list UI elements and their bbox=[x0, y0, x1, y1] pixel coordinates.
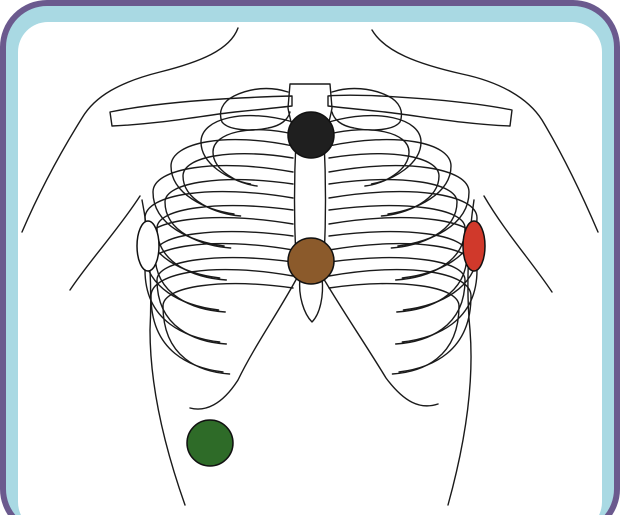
electrode-green bbox=[187, 420, 233, 466]
electrode-black bbox=[288, 112, 334, 158]
electrode-brown bbox=[288, 238, 334, 284]
electrode-white bbox=[137, 221, 159, 271]
electrode-red bbox=[463, 221, 485, 271]
